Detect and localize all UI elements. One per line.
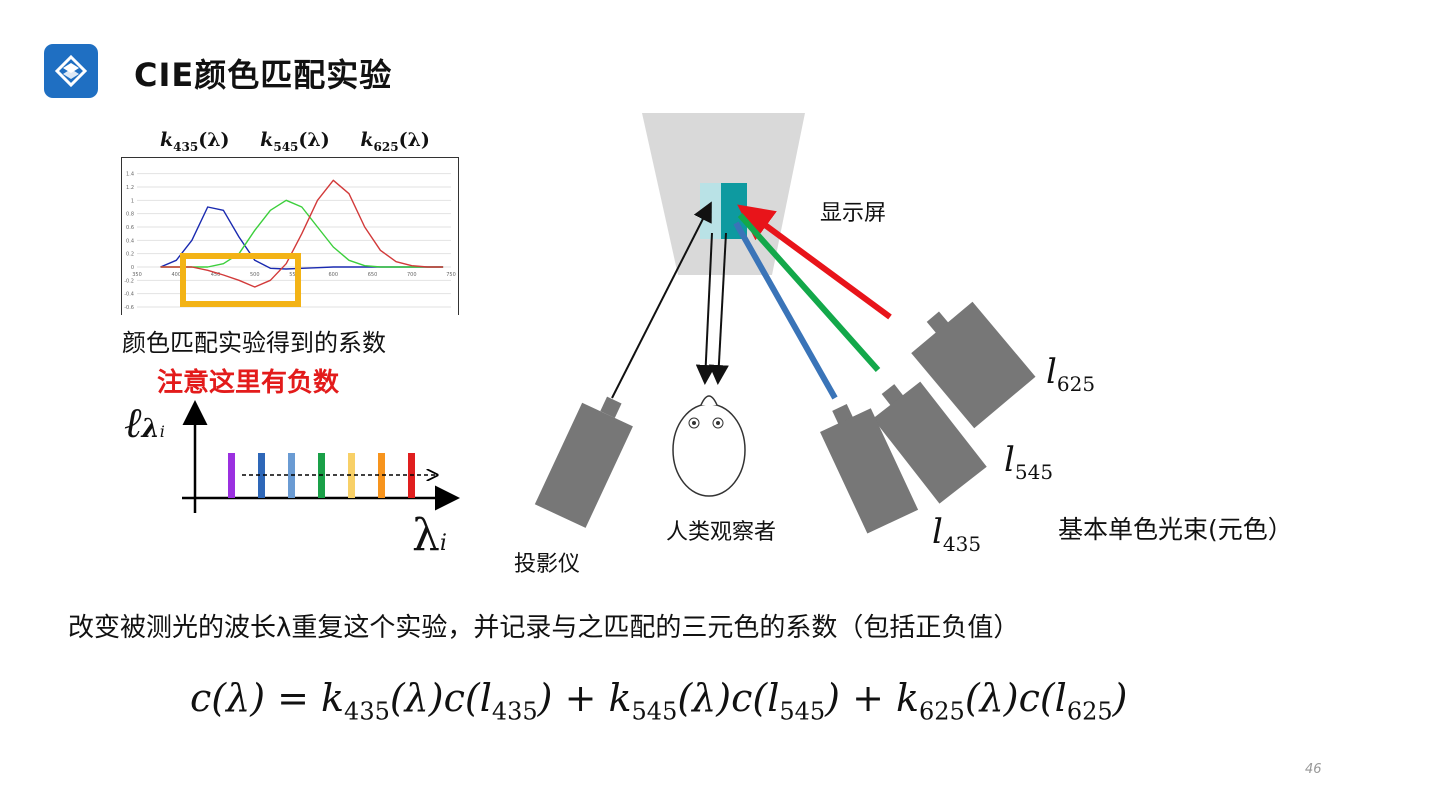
primary-projector-625: [911, 301, 1036, 429]
eye-ray-1: [695, 232, 716, 385]
x-tick-label: 650: [368, 272, 378, 278]
spectrum-diagram: [182, 400, 460, 513]
beam-blue: [733, 221, 838, 400]
y-tick-label: 0.6: [126, 225, 134, 231]
color-matching-chart: 1.4 1.2 1 0.8 0.6 0.4 0.2 0 -0.2 -0.4 -0.6 350 400 4…: [121, 157, 459, 315]
beam-label-545: l545: [1004, 440, 1054, 484]
observer-label: 人类观察者: [666, 520, 777, 545]
y-tick-label: 1.4: [126, 172, 134, 178]
experiment-diagram: [534, 113, 1036, 534]
x-tick-label: 700: [407, 272, 417, 278]
reference-patch: [700, 183, 724, 239]
body-text: 改变被测光的波长λ重复这个实验，并记录与之匹配的三元色的系数（包括正负值）: [68, 613, 1020, 643]
x-tick-label: 550: [289, 272, 299, 278]
primary-projector-545: [872, 381, 987, 504]
beam-red: [737, 204, 892, 320]
y-tick-label: 0.2: [126, 252, 134, 258]
spectrum-y-label: ℓλi: [124, 398, 165, 447]
page-number: 46: [1305, 762, 1322, 777]
negative-warning: 注意这里有负数: [157, 368, 340, 398]
page-title: CIE颜色匹配实验: [134, 56, 393, 94]
primaries-label: 基本单色光束(元色）: [1058, 515, 1293, 544]
x-tick-label: 750: [446, 272, 456, 278]
spectrum-bar: [378, 453, 385, 498]
x-tick-label: 500: [250, 272, 260, 278]
y-tick-label: -0.4: [124, 292, 134, 298]
x-tick-label: 350: [132, 272, 142, 278]
beam-green: [737, 213, 881, 372]
y-tick-label: 0.4: [126, 238, 134, 244]
x-tick-label: 600: [328, 272, 338, 278]
series-line-2: [160, 179, 444, 288]
y-tick-label: 0.8: [126, 212, 134, 218]
legend-k625: k625(λ): [360, 129, 430, 154]
matching-equation: c(λ) = k435(λ)c(l435) + k545(λ)c(l545) +…: [190, 676, 1128, 726]
primary-projector-435: [820, 404, 919, 534]
spectrum-bar: [228, 453, 235, 498]
projector-label: 投影仪: [514, 552, 581, 577]
spectrum-bar: [348, 453, 355, 498]
spectrum-bar: [258, 453, 265, 498]
projector-icon: [534, 396, 633, 528]
negative-region-highlight: [180, 253, 301, 307]
beam-label-625: l625: [1046, 352, 1096, 396]
y-tick-label: -0.6: [124, 305, 134, 311]
y-tick-label: 1.2: [126, 185, 134, 191]
legend-k435: k435(λ): [160, 129, 230, 154]
y-tick-label: 1: [131, 198, 134, 204]
observer-head-icon: [672, 395, 746, 497]
projector-beam: [611, 201, 712, 399]
y-tick-label: -0.2: [124, 278, 134, 284]
x-tick-label: 450: [211, 272, 221, 278]
y-tick-label: 0: [131, 265, 134, 271]
series-line-1: [160, 199, 444, 268]
x-tick-label: 400: [171, 272, 181, 278]
chart-legend: k435(λ) k545(λ) k625(λ): [160, 129, 454, 154]
eye-ray-2: [708, 232, 729, 385]
beam-label-435: l435: [932, 512, 982, 556]
spectrum-x-label: λi: [412, 510, 447, 561]
legend-k545: k545(λ): [260, 129, 330, 154]
screen-label: 显示屏: [820, 201, 887, 226]
s-diamond-logo-icon: [44, 44, 98, 98]
coefficient-caption: 颜色匹配实验得到的系数: [122, 329, 386, 357]
